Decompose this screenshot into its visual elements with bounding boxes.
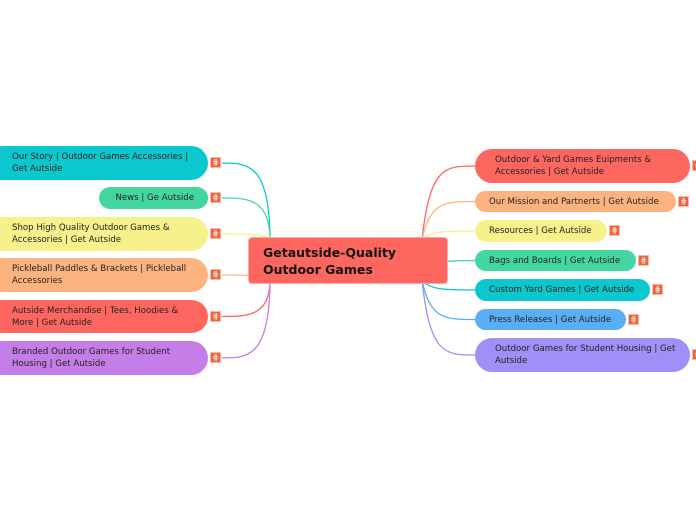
hyperlink-icon[interactable]: ⋕ [210,192,221,203]
hyperlink-icon[interactable]: ⋕ [692,160,696,171]
topic-label: Resources | Get Autside [489,226,592,236]
topic-label: Shop High Quality Outdoor Games & Access… [12,223,170,245]
topic-label: Custom Yard Games | Get Autside [489,285,635,295]
topic-label: Pickleball Paddles & Brackets | Pickleba… [12,264,187,286]
topic-label: Autside Merchandise | Tees, Hoodies & Mo… [12,305,179,328]
connector-right-5 [421,279,476,321]
topic-right-6[interactable]: Outdoor Games for Student Housing | Get … [475,338,690,372]
topic-label: Outdoor Games for Student Housing | Get … [495,344,676,366]
topic-right-0[interactable]: Outdoor & Yard Games Euipments & Accesso… [475,149,690,183]
topic-left-3[interactable]: Pickleball Paddles & Brackets | Pickleba… [0,258,208,292]
topic-right-3[interactable]: Bags and Boards | Get Autside [475,250,636,271]
hyperlink-icon[interactable]: ⋕ [692,349,696,360]
connector-left-5 [221,279,271,359]
topic-label: News | Ge Autside [115,193,194,203]
hyperlink-icon[interactable]: ⋕ [210,157,221,168]
topic-left-2[interactable]: Shop High Quality Outdoor Games & Access… [0,217,208,251]
topic-label: Branded Outdoor Games for Student Housin… [12,347,171,369]
topic-left-0[interactable]: Our Story | Outdoor Games Accessories | … [0,146,208,180]
hyperlink-icon[interactable]: ⋕ [210,228,221,239]
topic-label: Outdoor & Yard Games Euipments & Accesso… [495,155,652,177]
connector-right-1 [421,200,476,241]
hyperlink-icon[interactable]: ⋕ [638,254,649,266]
topic-label: Bags and Boards | Get Autside [489,255,621,266]
hyperlink-icon[interactable]: ⋕ [652,284,663,295]
topic-right-2[interactable]: Resources | Get Autside [475,220,607,242]
topic-label: Press Releases | Get Autside [489,314,612,325]
topic-label: Our Story | Outdoor Games Accessories | … [12,152,189,174]
connector-left-0 [221,162,271,241]
connector-right-0 [421,165,476,241]
connector-left-4 [221,279,271,318]
topic-left-1[interactable]: News | Ge Autside [99,187,208,209]
topic-right-1[interactable]: Our Mission and Partnerts | Get Autside [475,191,676,212]
hyperlink-icon[interactable]: ⋕ [609,225,620,236]
hyperlink-icon[interactable]: ⋕ [210,310,221,322]
connector-left-1 [221,197,271,241]
topic-label: Our Mission and Partnerts | Get Autside [489,196,659,207]
topic-right-5[interactable]: Press Releases | Get Autside [475,309,626,330]
topic-left-5[interactable]: Branded Outdoor Games for Student Housin… [0,341,208,375]
central-topic[interactable]: Getautside-Quality Outdoor Games [248,237,448,284]
hyperlink-icon[interactable]: ⋕ [678,195,689,207]
hyperlink-icon[interactable]: ⋕ [628,313,639,325]
hyperlink-icon[interactable]: ⋕ [210,352,221,363]
topic-left-4[interactable]: Autside Merchandise | Tees, Hoodies & Mo… [0,300,208,333]
topic-right-4[interactable]: Custom Yard Games | Get Autside [475,279,650,301]
connector-right-6 [421,279,476,356]
hyperlink-icon[interactable]: ⋕ [210,269,221,280]
central-topic-label: Getautside-Quality Outdoor Games [263,245,397,277]
